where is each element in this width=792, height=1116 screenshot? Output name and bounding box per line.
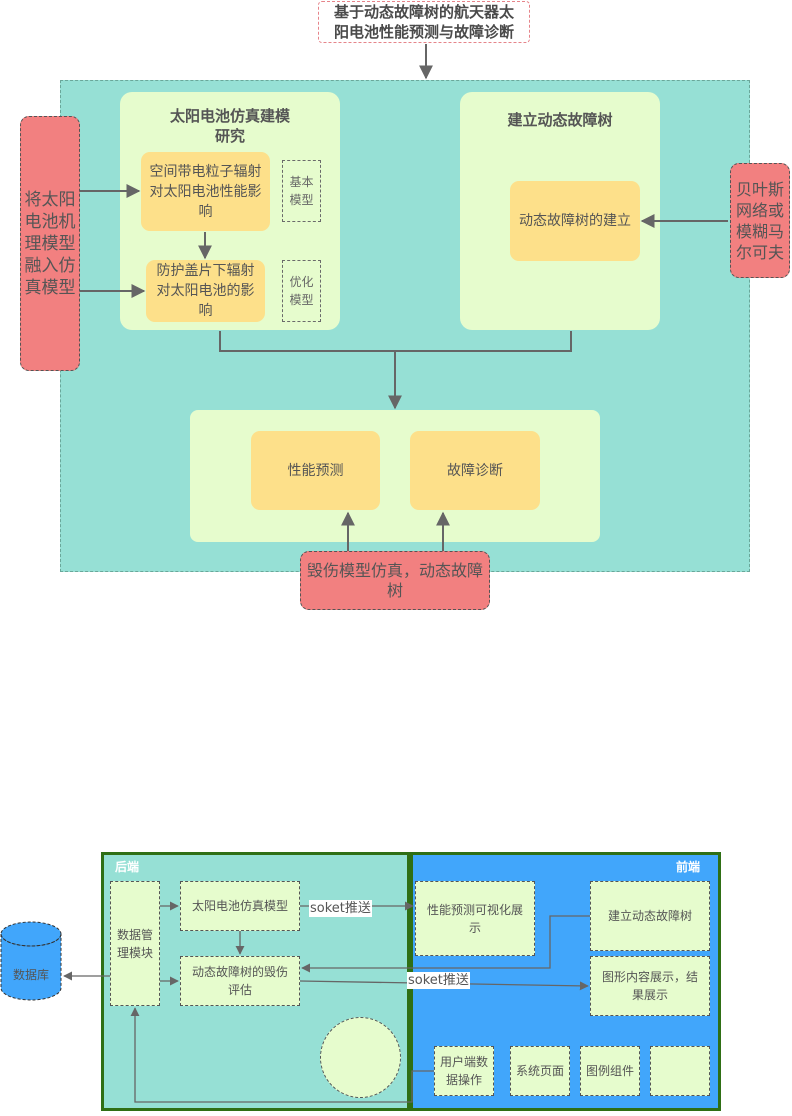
simulation-modeling-title: 太阳电池仿真建模研究: [169, 107, 290, 145]
user-data-ops: 用户端数据操作: [434, 1046, 494, 1096]
performance-prediction-box: 性能预测: [251, 431, 380, 510]
basic-model-tag: 基本模型: [282, 160, 321, 222]
soket-push-label-1: soket推送: [309, 900, 372, 917]
solar-mechanism-input: 将太阳电池机理模型融入仿真模型: [20, 116, 80, 371]
bayesian-markov-input: 贝叶斯网络或模糊马尔可夫: [730, 163, 790, 278]
graph-display-box: 图形内容展示，结果展示: [590, 956, 710, 1016]
radiation-effect-box: 空间带电粒子辐射对太阳电池性能影响: [141, 152, 270, 231]
performance-visualization: 性能预测可视化展示: [415, 881, 535, 956]
dft-construction-box: 动态故障树的建立: [510, 181, 640, 261]
empty-component: [650, 1046, 710, 1096]
diagram-title: 基于动态故障树的航天器太阳电池性能预测与故障诊断: [318, 1, 530, 43]
frontend-label: 前端: [676, 860, 701, 874]
build-dft-title: 建立动态故障树: [507, 111, 613, 129]
coverglass-effect-box: 防护盖片下辐射对太阳电池的影响: [146, 260, 265, 322]
dft-damage-assessment: 动态故障树的毁伤评估: [180, 956, 300, 1006]
system-page: 系统页面: [510, 1046, 570, 1096]
data-management-module: 数据管理模块: [110, 881, 160, 1006]
solar-simulation-model: 太阳电池仿真模型: [180, 881, 300, 931]
database-icon: [0, 920, 62, 1002]
build-dft-box: 建立动态故障树: [590, 881, 710, 951]
backend-label: 后端: [115, 860, 140, 874]
legend-component: 图例组件: [580, 1046, 640, 1096]
optimized-model-tag: 优化模型: [282, 260, 321, 322]
fault-diagnosis-box: 故障诊断: [410, 431, 540, 510]
soket-push-label-2: soket推送: [407, 972, 470, 989]
damage-model-input: 毁伤模型仿真，动态故障树: [300, 551, 490, 610]
circle-node: [320, 1017, 401, 1098]
database-label: 数据库: [12, 967, 49, 982]
